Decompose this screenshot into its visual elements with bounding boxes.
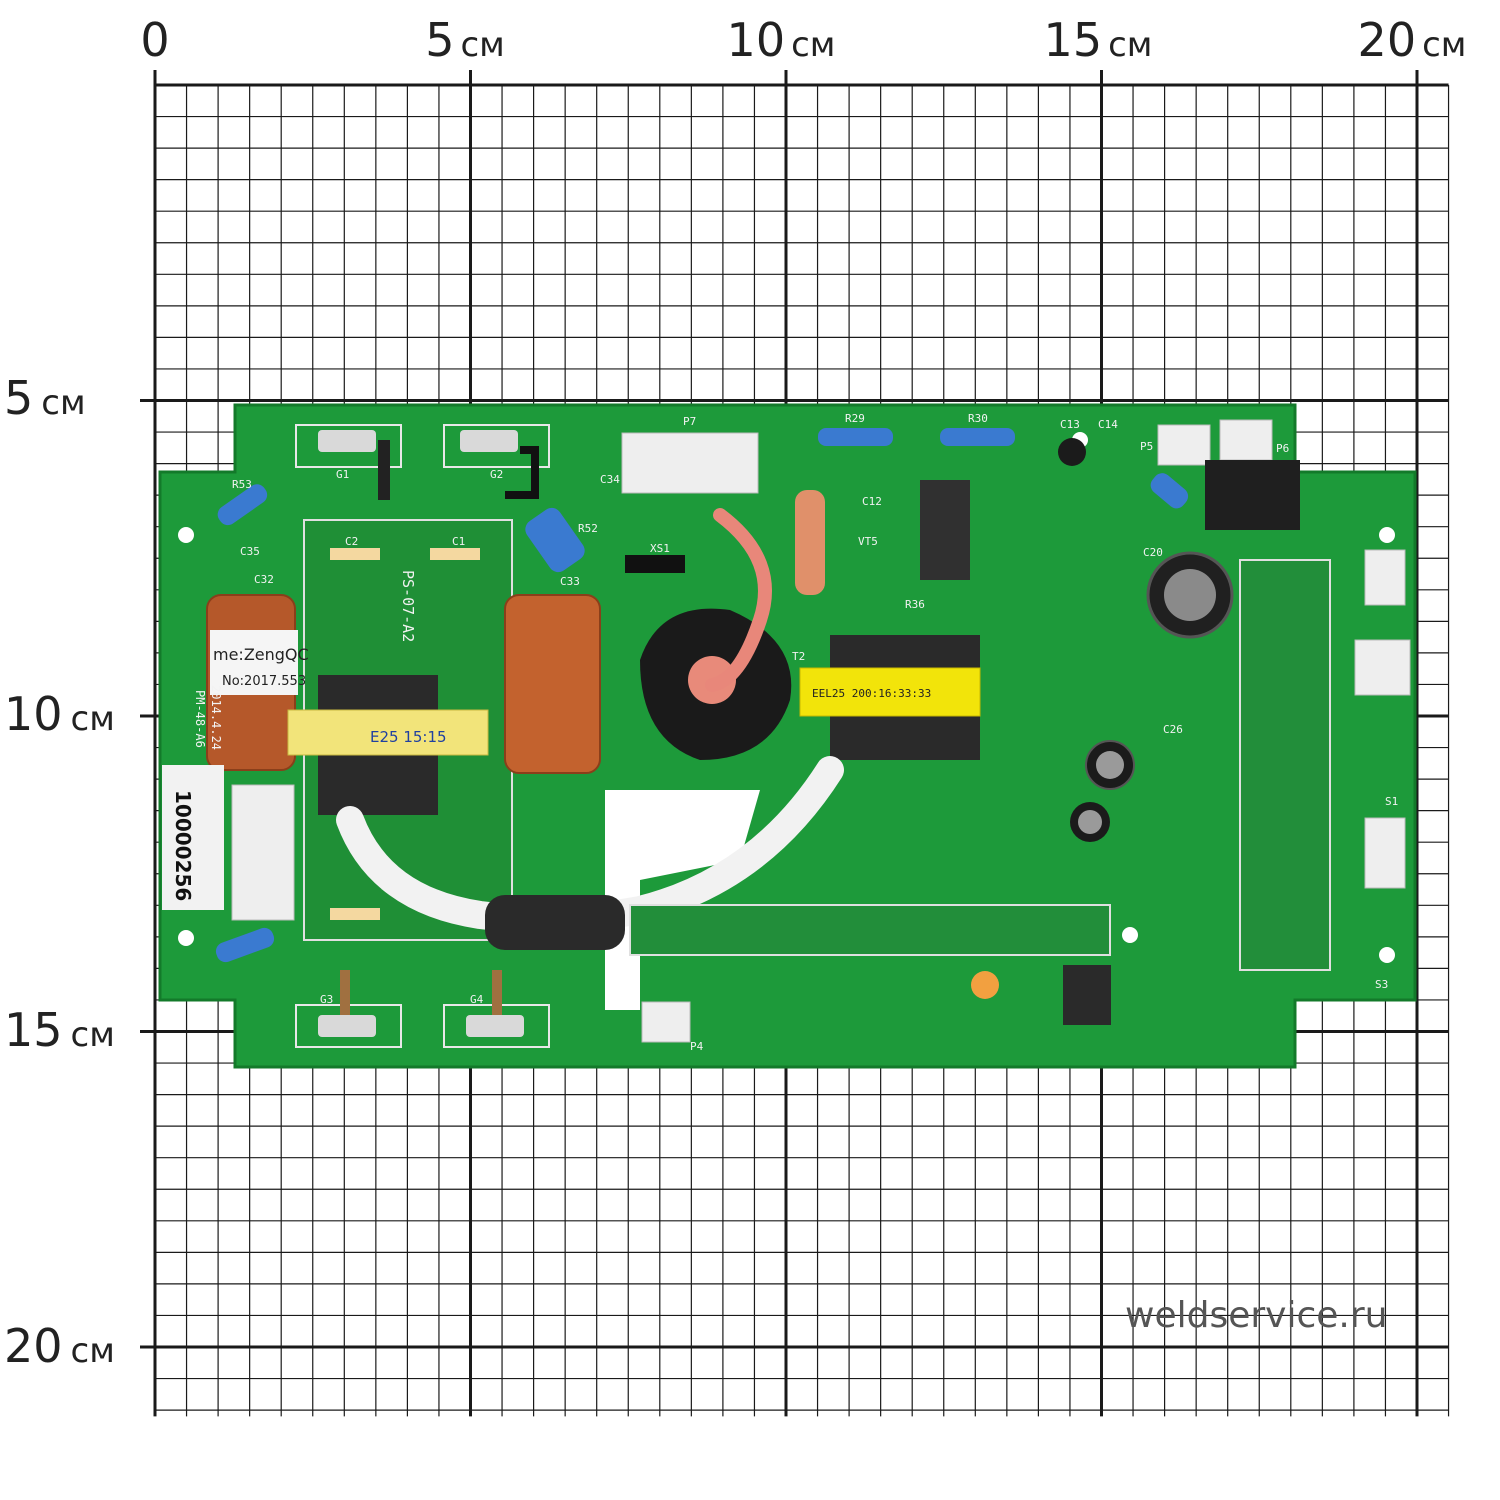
- transformer-left: E25 15:15: [287, 675, 489, 815]
- label-p5: P5: [1140, 440, 1153, 453]
- label-c14: C14: [1098, 418, 1118, 431]
- label-s3: S3: [1375, 978, 1388, 991]
- connector-p7: [621, 432, 759, 494]
- connector-p5: [1157, 424, 1211, 466]
- resistor-power: [795, 490, 825, 595]
- resistor-r52: [525, 507, 585, 573]
- heatsink: [1205, 460, 1300, 530]
- label-p7: P7: [683, 415, 696, 428]
- label-c12: C12: [862, 495, 882, 508]
- label-c13: C13: [1060, 418, 1080, 431]
- label-c1: C1: [452, 535, 465, 548]
- capacitor-50v: [1063, 965, 1111, 1025]
- model-silk: PM-48-A6: [193, 690, 207, 748]
- voltage-regulator: [920, 480, 970, 580]
- label-g4: G4: [470, 993, 484, 1006]
- label-c35: C35: [240, 545, 260, 558]
- connector-p6: [1219, 419, 1273, 461]
- label-r29: R29: [845, 412, 865, 425]
- wire-pink: [705, 508, 772, 692]
- transformer-left-label: E25 15:15: [370, 728, 447, 746]
- label-t2: T2: [792, 650, 805, 663]
- terminal-g4: G4: [443, 970, 550, 1048]
- horizontal-card: [629, 904, 1111, 956]
- label-s1: S1: [1385, 795, 1398, 808]
- terminal-g3: G3: [295, 970, 402, 1048]
- connector-left: [231, 784, 295, 921]
- label-g1: G1: [336, 468, 349, 481]
- ferrite-bead: [485, 895, 625, 950]
- terminal-g1: G1: [295, 424, 402, 500]
- serial-label: 10000256: [162, 765, 224, 910]
- label-g3: G3: [320, 993, 333, 1006]
- circuit-board: G1 G2 G3 G4 PS-07-A2 C2 C1: [158, 403, 1417, 1069]
- capacitor-c33: [504, 594, 601, 774]
- mount-hole: [1379, 947, 1395, 963]
- label-r30: R30: [968, 412, 988, 425]
- connector-right-3: [1364, 817, 1406, 889]
- terminal-g2: G2: [443, 424, 550, 499]
- resistor-lower-left: [215, 927, 275, 963]
- resistor-r53: [217, 484, 268, 526]
- connector-right-2: [1354, 639, 1411, 696]
- capacitor-c13: [1058, 438, 1086, 466]
- mount-hole: [1122, 927, 1138, 943]
- label-r52: R52: [578, 522, 598, 535]
- resistor-r29: [818, 428, 893, 446]
- watermark: weldservice.ru: [1125, 1295, 1387, 1336]
- label-vt5: VT5: [858, 535, 878, 548]
- inspector-sticker: me:ZengQC No:2017.553: [210, 630, 309, 695]
- label-r36: R36: [905, 598, 925, 611]
- date-silk: 2014.4.24: [209, 685, 223, 750]
- label-xs1: XS1: [650, 542, 670, 555]
- label-c32: C32: [254, 573, 274, 586]
- capacitor-lower-top: [1078, 810, 1102, 834]
- label-c34: C34: [600, 473, 620, 486]
- label-p6: P6: [1276, 442, 1289, 455]
- resistor-r30: [940, 428, 1015, 446]
- driver-board-model: PS-07-A2: [399, 570, 417, 642]
- label-c26: C26: [1163, 723, 1183, 736]
- top-scale-label: 0: [140, 13, 169, 67]
- sticker-no: No:2017.553: [222, 674, 306, 689]
- transformer-t2-label: EEL25 200:16:33:33: [812, 687, 931, 700]
- transformer-t2: EEL25 200:16:33:33 T2: [792, 635, 981, 760]
- connector-right-1: [1364, 549, 1406, 606]
- control-card: [1239, 559, 1331, 971]
- serial-number: 10000256: [171, 790, 195, 901]
- connector-p4: [641, 1001, 691, 1043]
- mount-hole: [1379, 527, 1395, 543]
- label-c20: C20: [1143, 546, 1163, 559]
- sticker-name: me:ZengQC: [213, 645, 309, 664]
- capacitor-mid-top: [1096, 751, 1124, 779]
- label-c2: C2: [345, 535, 358, 548]
- label-r53: R53: [232, 478, 252, 491]
- resistor-right: [1150, 473, 1189, 509]
- mount-hole: [178, 930, 194, 946]
- label-g2: G2: [490, 468, 503, 481]
- label-p4: P4: [690, 1040, 704, 1053]
- capacitor-c20-top: [1164, 569, 1216, 621]
- mount-hole: [178, 527, 194, 543]
- led-indicator: [971, 971, 999, 999]
- header-xs1: [625, 555, 685, 573]
- label-c33: C33: [560, 575, 580, 588]
